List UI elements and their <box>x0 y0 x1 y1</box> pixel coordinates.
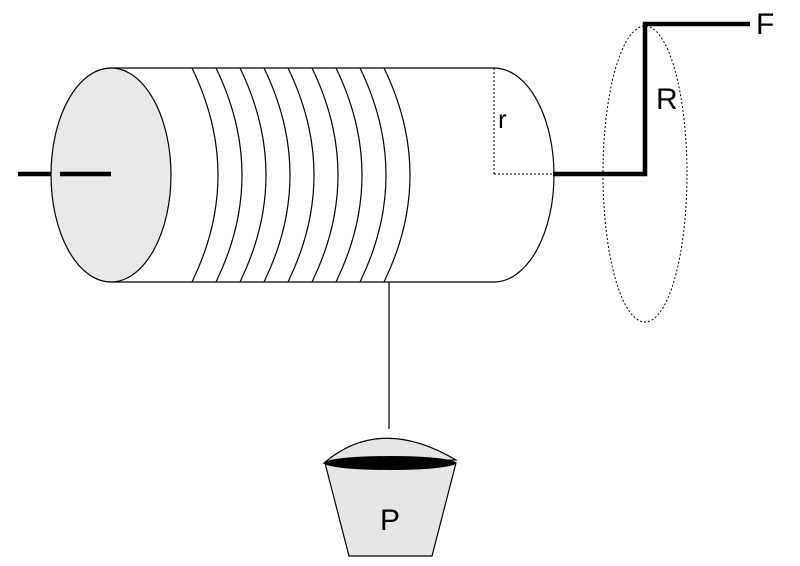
rope-turn <box>383 67 411 283</box>
crank-rotation-path <box>602 25 688 323</box>
force-label: F <box>756 8 774 41</box>
load-label: P <box>380 504 400 537</box>
crank-arm <box>553 21 750 177</box>
rope-turn <box>287 67 315 283</box>
rope-turn <box>263 67 291 283</box>
drum-right-end <box>493 67 555 283</box>
rope-turn <box>335 67 363 283</box>
drum-cylinder <box>50 67 555 283</box>
crank-radius-label: R <box>656 83 678 116</box>
drum-radius-label: r <box>498 104 507 134</box>
rope-turn <box>239 67 267 283</box>
bucket-lid <box>322 437 459 464</box>
rope-turn <box>215 67 243 283</box>
rope-turn <box>311 67 339 283</box>
rope-windings <box>191 67 411 283</box>
rope-turn <box>359 67 387 283</box>
drum-radius-marker: r <box>493 68 553 175</box>
rope-turn <box>191 67 219 283</box>
bucket-rim <box>324 456 456 470</box>
load-bucket: P <box>322 437 459 557</box>
